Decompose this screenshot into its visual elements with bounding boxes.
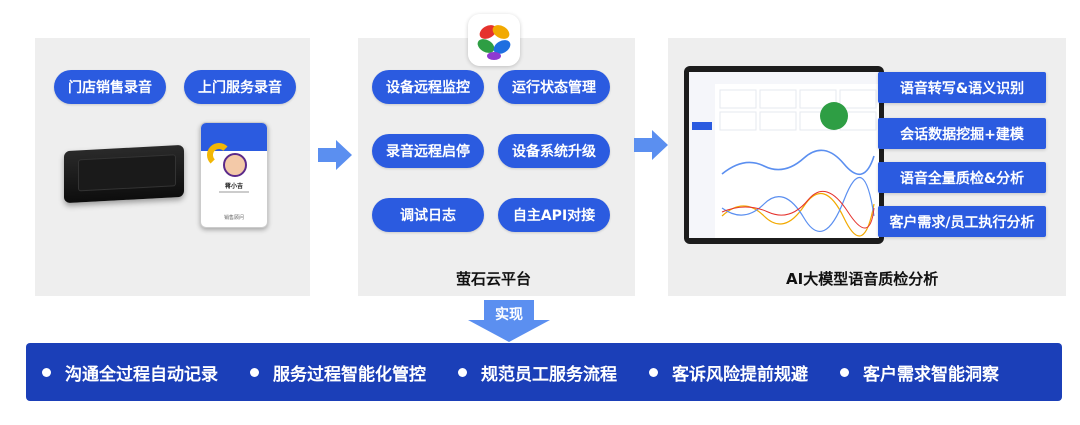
benefits-bar: 沟通全过程自动记录 服务过程智能化管控 规范员工服务流程 客诉风险提前规避 客户… [26, 343, 1062, 401]
tag-speech-transcription: 语音转写&语义识别 [878, 72, 1046, 103]
arrow-down-icon [468, 300, 550, 342]
panel2-caption: 萤石云平台 [456, 270, 532, 288]
tag-customer-need-analysis: 客户需求/员工执行分析 [878, 206, 1046, 237]
pill-status-management: 运行状态管理 [498, 70, 610, 104]
arrow-right-icon [318, 140, 352, 170]
voice-recorder-device-image [64, 144, 184, 204]
benefit-item: 客诉风险提前规避 [649, 360, 808, 385]
badge-name: 蒋小吉 [224, 183, 243, 190]
benefit-item: 服务过程智能化管控 [250, 360, 426, 385]
dashboard-laptop-image [684, 66, 884, 244]
badge-footer: 销售顾问 [223, 215, 244, 221]
tag-conversation-mining: 会话数据挖掘+建模 [878, 118, 1046, 149]
avatar [223, 153, 247, 177]
pill-api-integration: 自主API对接 [498, 198, 610, 232]
arrow-right-icon [634, 130, 668, 160]
tag-full-quality-inspection: 语音全量质检&分析 [878, 162, 1046, 193]
pill-system-upgrade: 设备系统升级 [498, 134, 610, 168]
down-arrow-label: 实现 [495, 307, 523, 323]
pill-remote-monitoring: 设备远程监控 [372, 70, 484, 104]
benefit-item: 沟通全过程自动记录 [42, 360, 218, 385]
ezviz-logo-icon [468, 14, 520, 66]
panel3-caption: AI大模型语音质检分析 [786, 270, 939, 288]
pill-remote-start-stop: 录音远程启停 [372, 134, 484, 168]
pill-onsite-service-recording: 上门服务录音 [184, 70, 296, 104]
pill-debug-log: 调试日志 [372, 198, 484, 232]
pill-store-sales-recording: 门店销售录音 [54, 70, 166, 104]
benefit-item: 客户需求智能洞察 [840, 360, 999, 385]
benefit-item: 规范员工服务流程 [458, 360, 617, 385]
recording-badge-image: 蒋小吉 销售顾问 [200, 122, 268, 228]
